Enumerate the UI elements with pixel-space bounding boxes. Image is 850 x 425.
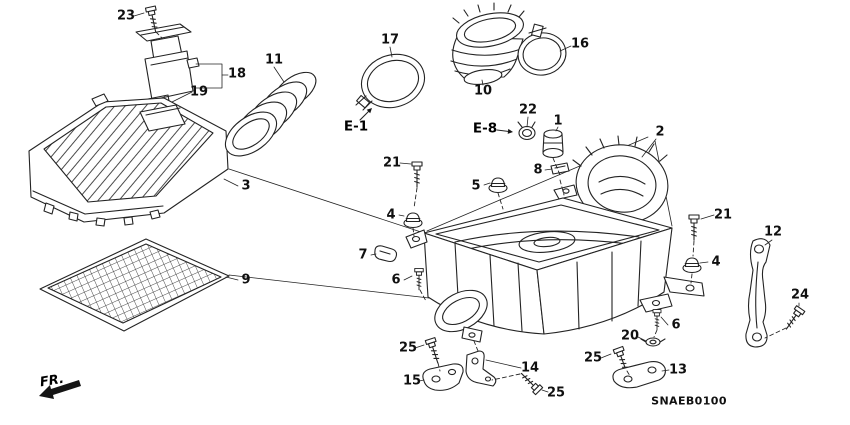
callout-19[interactable]: 19 xyxy=(189,84,209,100)
assembly-axis-lines xyxy=(155,31,787,381)
air-filter-element xyxy=(39,238,230,332)
fr-direction-arrow xyxy=(39,380,81,399)
breather-tube-1 xyxy=(542,129,564,159)
callout-10[interactable]: 10 xyxy=(473,83,493,99)
callout-14[interactable]: 14 xyxy=(520,360,540,376)
callout-9[interactable]: 9 xyxy=(241,272,251,288)
clip-8 xyxy=(550,162,570,175)
callout-5[interactable]: 5 xyxy=(471,178,481,194)
callout-21-left[interactable]: 21 xyxy=(382,155,402,171)
callout-3[interactable]: 3 xyxy=(241,178,251,194)
bracket-15 xyxy=(422,363,464,391)
bracket-14 xyxy=(465,350,497,387)
callout-11[interactable]: 11 xyxy=(264,52,284,68)
callout-21-right[interactable]: 21 xyxy=(713,207,733,223)
leader-lines xyxy=(133,12,800,393)
callout-8[interactable]: 8 xyxy=(533,162,543,178)
callout-1[interactable]: 1 xyxy=(553,113,563,129)
air-cleaner-case xyxy=(405,135,705,343)
ref-label-E-1: E-1 xyxy=(343,118,369,135)
bracket-13 xyxy=(612,361,666,389)
callout-4-left[interactable]: 4 xyxy=(386,207,396,223)
callout-25-front[interactable]: 25 xyxy=(398,340,418,356)
corrugated-intake-tube xyxy=(224,71,317,157)
callout-4-right[interactable]: 4 xyxy=(711,254,721,270)
callout-18[interactable]: 18 xyxy=(227,66,247,82)
clip-nut-20 xyxy=(640,337,666,347)
callout-22[interactable]: 22 xyxy=(518,102,538,118)
ref-label-E-8: E-8 xyxy=(472,120,498,137)
callout-25-bottom[interactable]: 25 xyxy=(546,385,566,401)
ref-arrows xyxy=(359,108,513,134)
hose-clamp-17 xyxy=(355,53,426,111)
callout-2[interactable]: 2 xyxy=(655,124,665,140)
callout-7[interactable]: 7 xyxy=(358,247,368,263)
callout-17[interactable]: 17 xyxy=(380,32,400,48)
diagram-code: SNAEB0100 xyxy=(651,394,727,408)
callout-13[interactable]: 13 xyxy=(668,362,688,378)
callout-25-right[interactable]: 25 xyxy=(583,350,603,366)
callout-6-right[interactable]: 6 xyxy=(671,317,681,333)
callout-24[interactable]: 24 xyxy=(790,287,810,303)
callout-15[interactable]: 15 xyxy=(402,373,422,389)
callout-16[interactable]: 16 xyxy=(570,36,590,52)
callout-12[interactable]: 12 xyxy=(763,224,783,240)
air-intake-flex-duct xyxy=(450,2,525,85)
harness-clip-7 xyxy=(374,245,398,263)
bracket-12 xyxy=(745,238,771,348)
callout-6-left[interactable]: 6 xyxy=(391,272,401,288)
callout-23[interactable]: 23 xyxy=(116,8,136,24)
air-cleaner-cover xyxy=(28,93,229,227)
callout-20[interactable]: 20 xyxy=(620,328,640,344)
